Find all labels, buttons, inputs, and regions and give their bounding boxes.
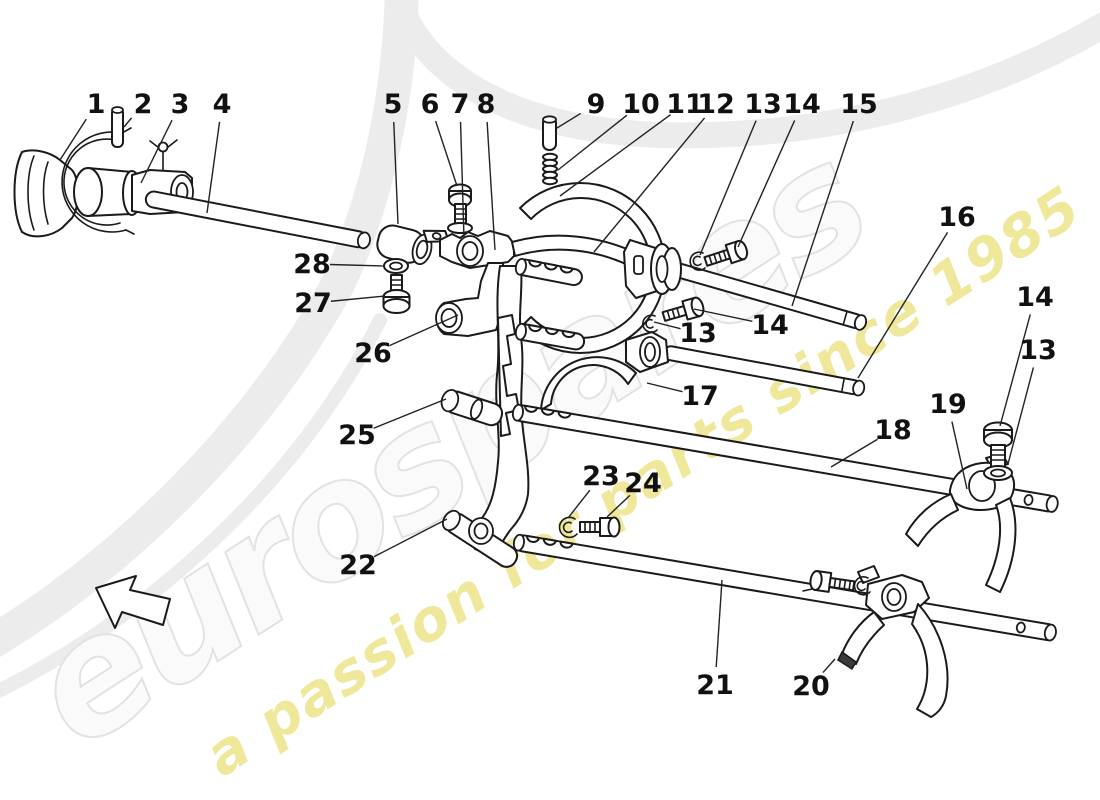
callout-label: 20 — [792, 671, 830, 702]
leader-line — [715, 579, 723, 668]
part-24-bolt — [579, 516, 621, 538]
callout-label: 4 — [213, 89, 232, 120]
leader-line — [791, 120, 854, 307]
leader-line — [459, 121, 465, 239]
part-13-lock-washer-top — [689, 251, 706, 271]
leader-line — [330, 295, 386, 302]
callout-label: 27 — [294, 288, 332, 319]
callout-label: 14 — [1016, 282, 1054, 313]
parts-layer — [13, 106, 1059, 718]
callout-label: 28 — [293, 249, 331, 280]
part-4-rod — [144, 190, 371, 250]
part-15-rod-notched-end — [514, 257, 583, 287]
part-14-pin-mark — [802, 588, 813, 592]
callout-label: 15 — [840, 89, 878, 120]
callout-label: 1 — [87, 89, 106, 120]
part-7-8-selector-block — [439, 230, 515, 269]
callout-label: 19 — [929, 389, 967, 420]
direction-arrow-icon — [95, 575, 171, 629]
part-27-bolt — [382, 274, 411, 314]
callout-label: 22 — [339, 550, 377, 581]
callout-label: 7 — [451, 89, 470, 120]
leader-line — [646, 382, 683, 393]
callout-label: 18 — [874, 415, 912, 446]
callout-label: 13 — [679, 318, 717, 349]
part-3-universal-joint — [13, 139, 194, 238]
leader-line — [123, 117, 133, 128]
part-23-lock-washer — [558, 516, 578, 539]
part-21-rod — [512, 533, 1057, 642]
leader-line — [1007, 367, 1035, 465]
part-9-pin — [542, 115, 557, 151]
leader-line — [389, 314, 459, 347]
leader-line — [857, 231, 949, 379]
leader-line — [699, 120, 757, 256]
watermark-swoosh — [0, 0, 1100, 699]
callout-label: 24 — [624, 468, 662, 499]
callout-label: 26 — [354, 338, 392, 369]
leader-line — [559, 114, 671, 197]
part-13-washer-right — [983, 465, 1013, 481]
leader-line — [822, 658, 836, 674]
part-28-washer — [383, 258, 409, 274]
leader-line — [593, 117, 706, 253]
callout-label: 9 — [587, 89, 606, 120]
leader-line — [329, 263, 384, 267]
callout-label: 6 — [421, 89, 440, 120]
callout-label: 8 — [477, 89, 496, 120]
callout-label: 5 — [384, 89, 403, 120]
leader-line — [999, 314, 1031, 427]
callout-label: 14 — [751, 310, 789, 341]
part-6-bolt — [447, 183, 473, 234]
part-20-shift-fork — [837, 565, 949, 718]
leader-line — [393, 121, 399, 225]
leader-line — [557, 114, 628, 171]
leader-line — [486, 121, 496, 251]
part-25-arm — [440, 388, 504, 427]
leader-line — [653, 321, 681, 330]
callout-label: 14 — [783, 89, 821, 120]
leader-line — [373, 518, 448, 558]
part-14-bolt-right — [983, 421, 1013, 468]
callout-label: 12 — [697, 89, 735, 120]
part-14-bolt-mid — [661, 296, 705, 322]
part-26-bracket — [435, 262, 510, 337]
callout-label: 10 — [622, 89, 660, 120]
callout-label: 13 — [744, 89, 782, 120]
leader-line — [556, 112, 582, 129]
leader-line — [206, 121, 221, 214]
leader-line — [606, 494, 631, 518]
leader-line — [140, 119, 173, 184]
leader-line — [434, 120, 458, 187]
part-13-lock-washer-mid — [642, 314, 658, 333]
part-22-boss-bore — [473, 522, 489, 540]
callout-label: 13 — [1019, 335, 1057, 366]
part-2-pin — [111, 106, 124, 148]
callout-label: 23 — [582, 461, 620, 492]
leader-line — [567, 489, 591, 519]
callout-label: 17 — [681, 381, 719, 412]
leader-line — [951, 421, 968, 490]
callout-label: 25 — [338, 420, 376, 451]
part-10-spring — [542, 152, 558, 186]
callout-label: 11 — [666, 89, 704, 120]
part-18-rod — [511, 403, 1059, 513]
callout-label: 21 — [696, 670, 734, 701]
part-13-lock-washer-bottom — [853, 575, 871, 596]
part-15-rod — [672, 262, 868, 331]
callout-label: 3 — [171, 89, 190, 120]
part-16-rod-notched-end — [514, 322, 586, 351]
leader-line — [373, 398, 447, 429]
part-14-bolt-bottom — [809, 570, 856, 593]
part-17-shift-fork — [540, 331, 669, 411]
leader-line — [737, 120, 796, 248]
leader-line — [830, 438, 878, 468]
leader-line — [59, 118, 87, 161]
callout-label: 2 — [134, 89, 153, 120]
leader-line — [693, 308, 753, 322]
callout-label: 16 — [938, 202, 976, 233]
